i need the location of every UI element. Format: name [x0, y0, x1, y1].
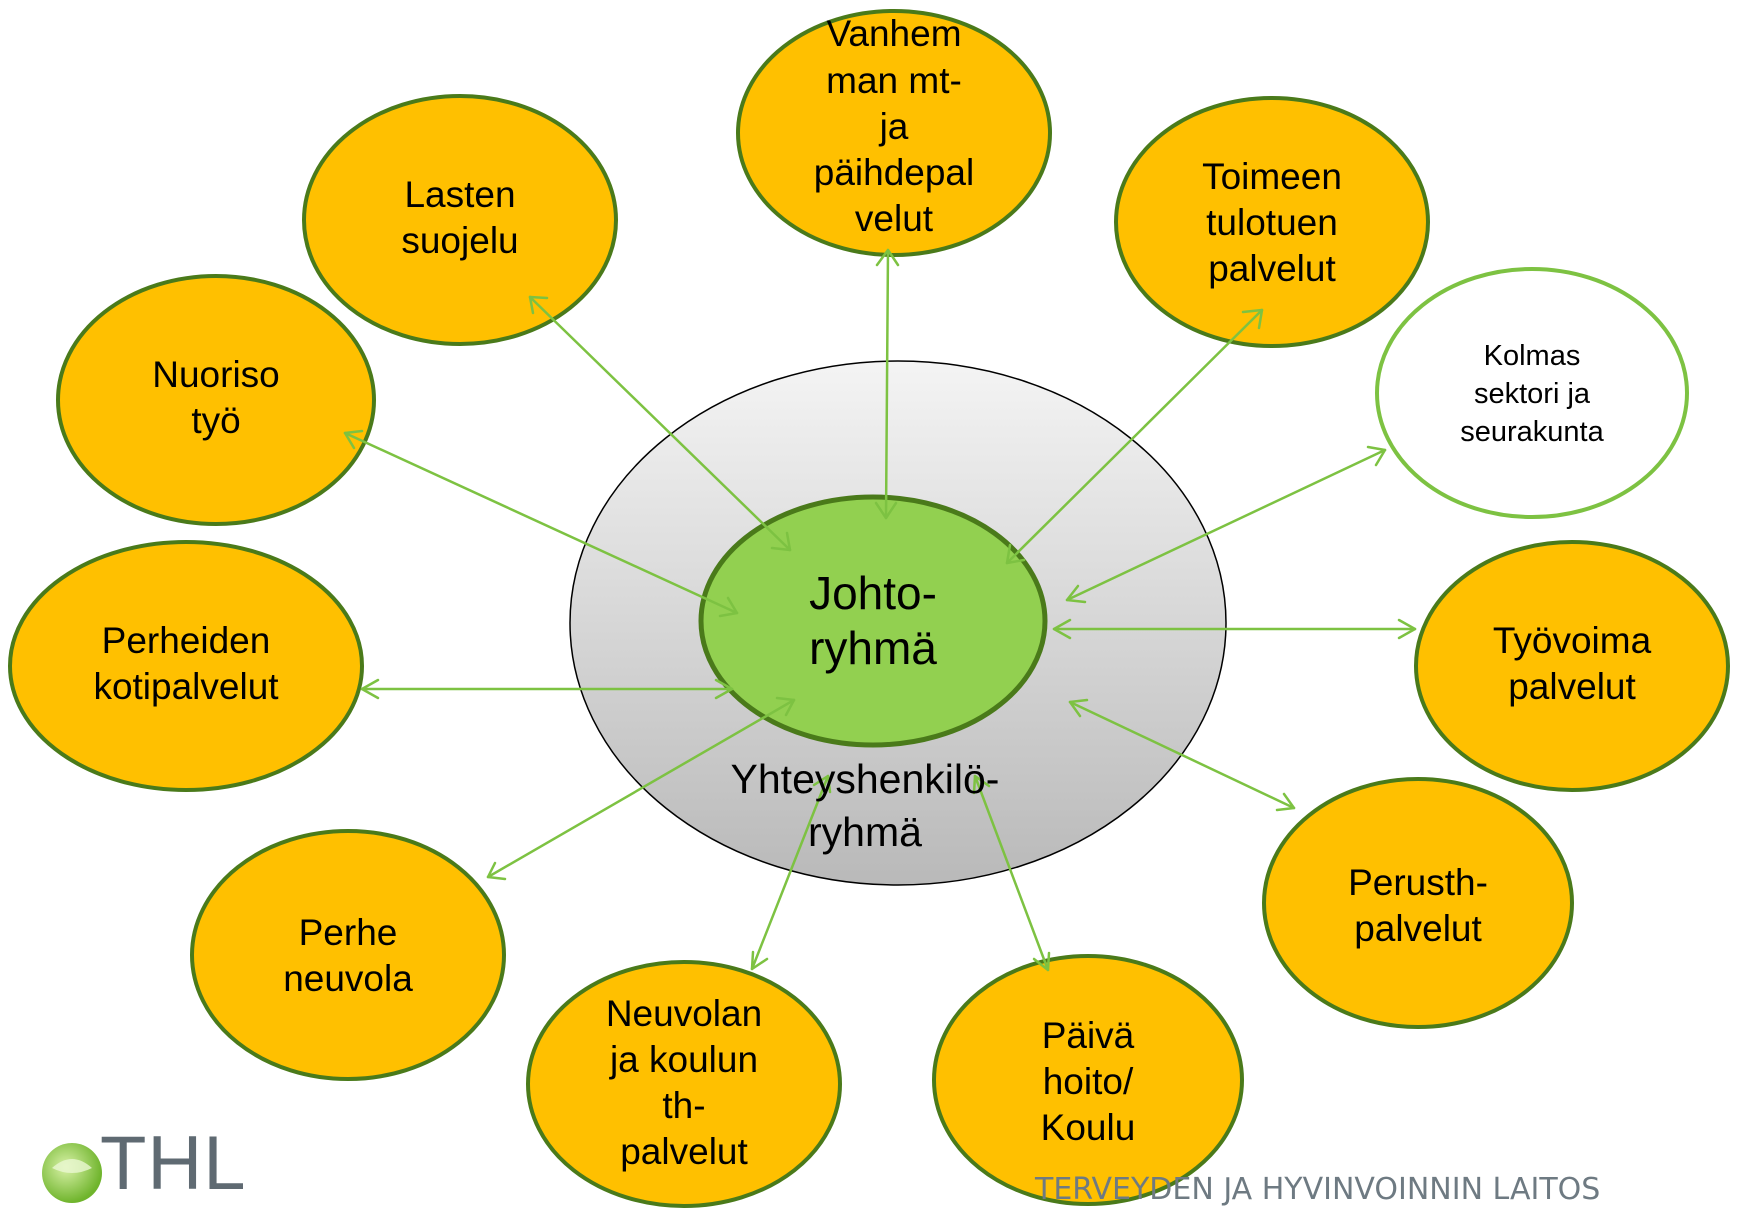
arrow-tyovoima	[1052, 618, 1417, 640]
arrow-vanhemman	[874, 248, 900, 520]
arrow-neuvolan	[750, 774, 832, 971]
steering-group-label: Johto- ryhmä	[809, 566, 937, 674]
node-vanhemman	[736, 9, 1052, 257]
node-perusth	[1262, 777, 1574, 1029]
node-tyovoima	[1414, 540, 1730, 792]
label-kolmas: Kolmas sektori ja seurakunta	[1460, 340, 1604, 448]
thl-logo-mark	[42, 1143, 102, 1203]
label-toimeentulo: Toimeen tulotuen palvelut	[1202, 155, 1342, 290]
connector-arrows	[343, 248, 1417, 972]
label-lasten: Lasten suojelu	[401, 173, 519, 261]
node-nuoriso	[56, 274, 376, 526]
node-perheneuvola	[190, 829, 506, 1081]
thl-logo-text: THL	[100, 1121, 247, 1206]
node-lasten	[302, 94, 618, 346]
node-perheiden	[8, 540, 364, 792]
arrow-lasten	[528, 295, 792, 552]
label-tyovoima: Työvoima palvelut	[1492, 619, 1652, 707]
arrow-perusth	[1068, 698, 1296, 812]
contact-group-label: Yhteyshenkilö- ryhmä	[730, 755, 1000, 855]
arrow-kolmas	[1065, 445, 1387, 604]
arrow-perheneuvola	[486, 696, 796, 881]
arrow-perheiden	[360, 678, 734, 700]
arrow-nuoriso	[343, 429, 739, 618]
steering-group-ellipse	[698, 494, 1048, 748]
label-vanhemman: Vanhem man mt- ja päihdepal velut	[813, 13, 975, 240]
label-perusth: Perusth- palvelut	[1348, 861, 1488, 949]
label-neuvolan: Neuvolan ja koulun th- palvelut	[605, 992, 763, 1173]
arrow-paiva	[972, 774, 1051, 972]
node-paiva	[932, 954, 1244, 1206]
label-perheneuvola: Perhe neuvola	[283, 911, 413, 999]
node-neuvolan	[526, 960, 842, 1208]
label-paiva: Päivä hoito/ Koulu	[1040, 1014, 1136, 1149]
label-perheiden: Perheiden kotipalvelut	[93, 619, 279, 707]
label-nuoriso: Nuoriso työ	[152, 353, 280, 441]
node-kolmas	[1375, 267, 1689, 519]
arrow-toimeentulo	[1005, 308, 1264, 565]
organization-name: TERVEYDEN JA HYVINVOINNIN LAITOS	[1035, 1172, 1601, 1207]
node-toimeentulo	[1114, 96, 1430, 348]
